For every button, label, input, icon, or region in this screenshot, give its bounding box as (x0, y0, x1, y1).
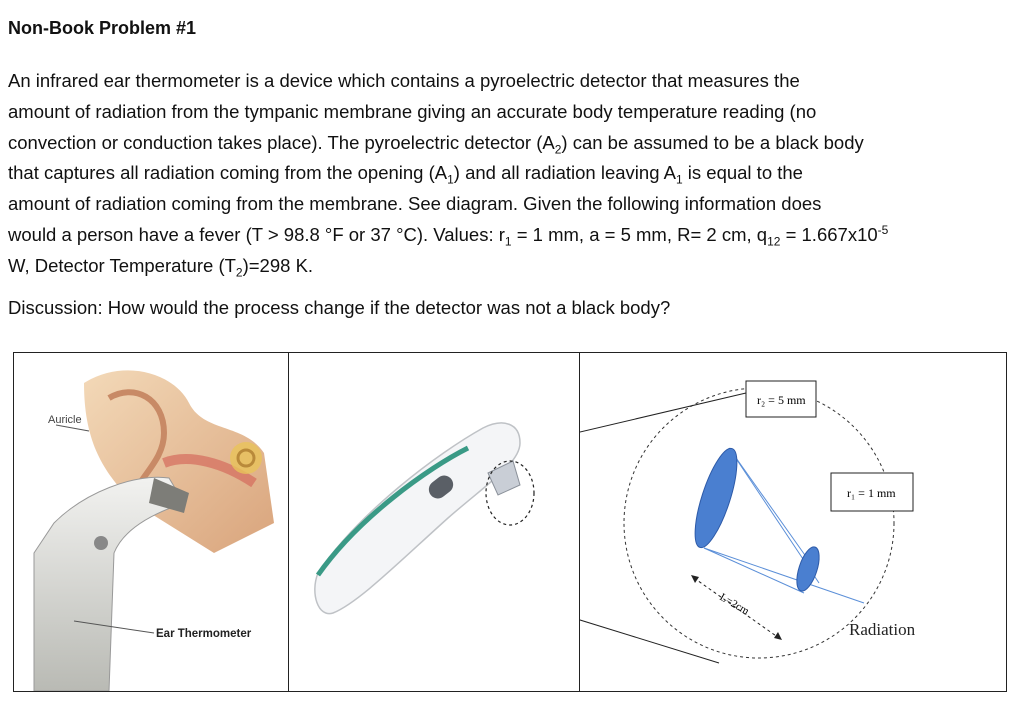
paragraph-line: that captures all radiation coming from … (8, 162, 803, 188)
paragraph-line: amount of radiation from the tympanic me… (8, 100, 817, 122)
length-dimension-line (693, 577, 780, 639)
thermometer-panel (288, 353, 580, 691)
paragraph-line: convection or conduction takes place). T… (8, 131, 864, 157)
radiation-ray (703, 547, 865, 604)
paragraph-line: would a person have a fever (T > 98.8 °F… (8, 222, 889, 249)
thermometer-device (314, 422, 521, 615)
thermometer-button (428, 475, 454, 499)
zoom-circle (623, 387, 895, 659)
r2-label-box (745, 380, 817, 418)
auricle-label: Auricle (48, 414, 82, 426)
paragraph-line: W, Detector Temperature (T2)=298 K. (8, 254, 314, 280)
cochlea-shape (230, 442, 262, 474)
ear-anatomy-illustration: Auricle Ear Thermometer (33, 370, 274, 691)
thermometer-green-stripe (315, 445, 470, 577)
r2-label: r₂ = 5 mm (757, 393, 806, 407)
problem-title: Non-Book Problem #1 (8, 18, 197, 38)
paragraph-line: amount of radiation coming from the memb… (8, 193, 822, 215)
geometry-panel: L=2cm r₂ = 5 mm r₁ = 1 mm Radiation (579, 353, 1006, 691)
diagram-figure: Auricle Ear Thermometer (13, 352, 1007, 692)
ear-thermometer-label: Ear Thermometer (156, 628, 252, 640)
disc-a1-large (694, 447, 738, 549)
paragraph-line: An infrared ear thermometer is a device … (8, 70, 800, 91)
probe-tip (487, 460, 521, 496)
geometry-schematic: L=2cm r₂ = 5 mm r₁ = 1 mm Radiation (579, 380, 916, 664)
disc-a2-small (796, 546, 820, 592)
probe-highlight-circle (485, 460, 535, 526)
ear-anatomy-panel: Auricle Ear Thermometer (14, 353, 289, 691)
thermometer-illustration (314, 422, 535, 615)
problem-paragraph: An infrared ear thermometer is a device … (8, 66, 1013, 282)
radiation-label: Radiation (849, 620, 916, 639)
discussion-question: Discussion: How would the process change… (8, 297, 671, 318)
length-label: L=2cm (718, 591, 752, 618)
r1-label: r₁ = 1 mm (847, 486, 896, 500)
thermometer-body (33, 476, 185, 691)
r1-label-box (830, 472, 914, 512)
